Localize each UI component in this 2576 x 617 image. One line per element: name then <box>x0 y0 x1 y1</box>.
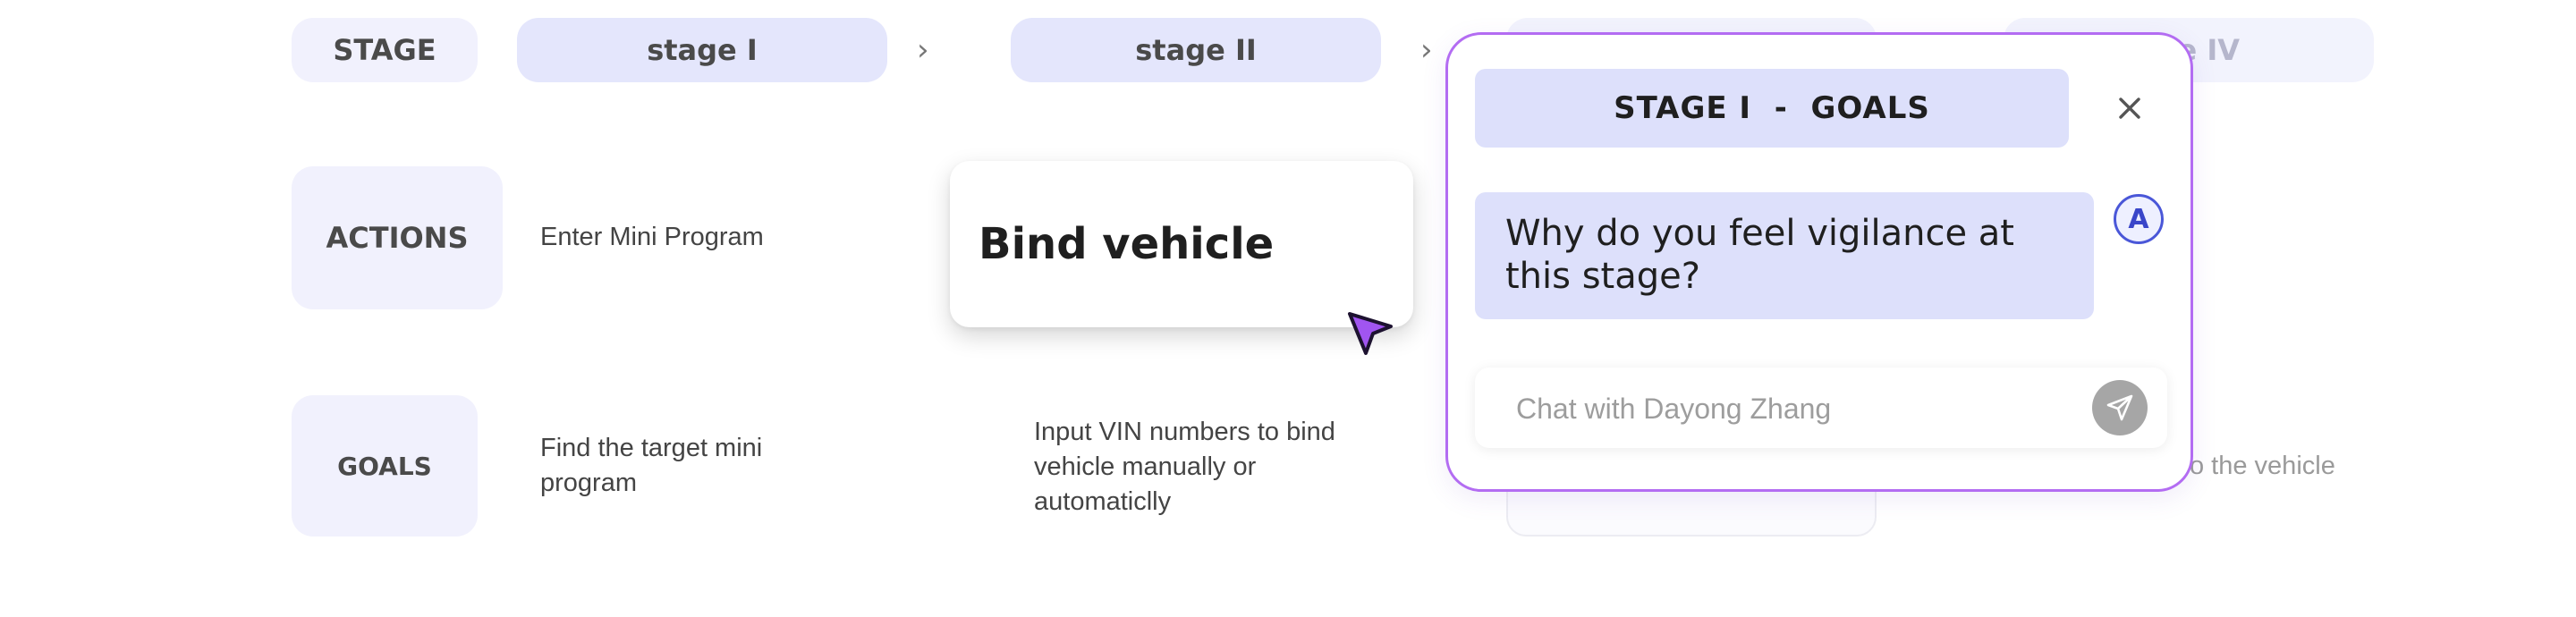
goal-stage4-partial-text: o the vehicle <box>2190 452 2335 480</box>
action-card-label: Bind vehicle <box>979 219 1275 269</box>
goal-stage2-text: Input VIN numbers to bind vehicle manual… <box>1034 418 1335 516</box>
stage-pill-2[interactable]: stage II <box>1011 18 1381 82</box>
row-header-goals: GOALS <box>292 395 478 537</box>
send-icon <box>2106 394 2133 421</box>
close-icon[interactable] <box>2110 89 2149 128</box>
stage-pill-1[interactable]: stage I <box>517 18 887 82</box>
chevron-right-icon: › <box>917 32 929 68</box>
row-header-stage: STAGE <box>292 18 478 82</box>
stage-goals-chat-panel: STAGE I - GOALS Why do you feel vigilanc… <box>1445 32 2193 492</box>
goal-stage1-text: Find the target mini program <box>540 434 763 497</box>
avatar: A <box>2114 194 2164 244</box>
chevron-right-icon: › <box>1420 32 1433 68</box>
action-stage1-text: Enter Mini Program <box>540 223 764 251</box>
cursor-pointer-icon <box>1348 312 1393 355</box>
send-button[interactable] <box>2092 380 2148 435</box>
chat-input-container <box>1475 368 2167 450</box>
close-x-shape <box>2119 97 2140 119</box>
question-bubble: Why do you feel vigilance at this stage? <box>1475 192 2094 319</box>
chat-input[interactable] <box>1514 368 2072 450</box>
panel-title: STAGE I - GOALS <box>1475 69 2069 148</box>
action-card-bind-vehicle[interactable]: Bind vehicle <box>950 161 1413 327</box>
row-header-actions: ACTIONS <box>292 166 503 309</box>
